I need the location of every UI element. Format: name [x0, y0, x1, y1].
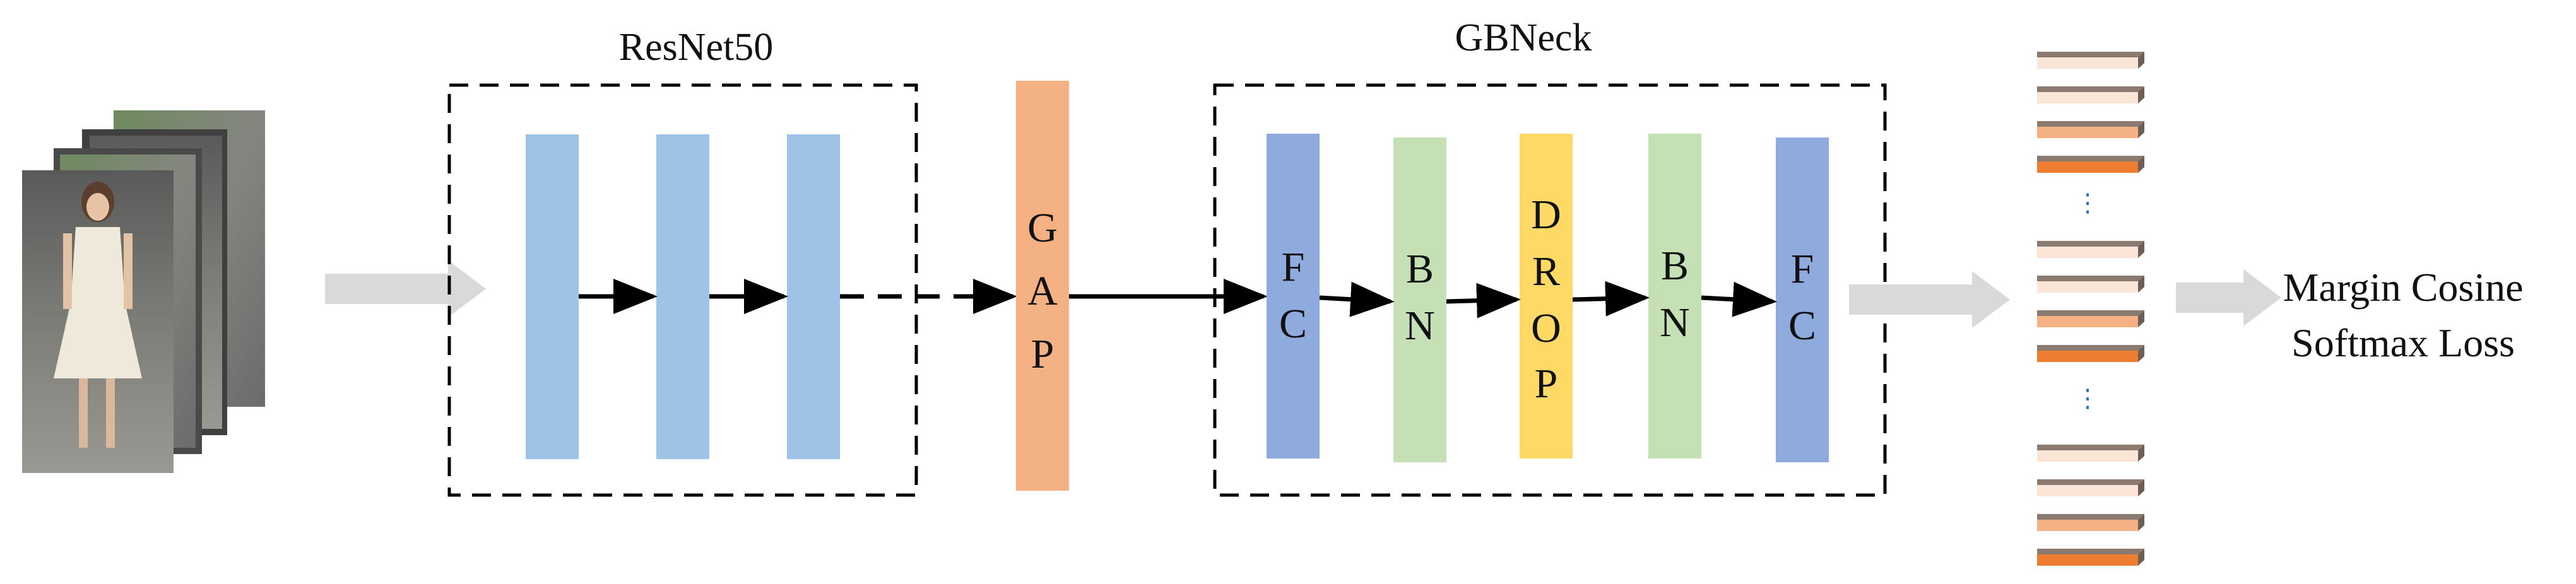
feature-slab [2037, 479, 2144, 496]
feature-slab [2037, 241, 2144, 258]
neck-bn-block-1 [1393, 137, 1446, 462]
gap-rect [1016, 81, 1069, 491]
neck-bn2-letter-1: B [1661, 243, 1689, 289]
neck-fc1-letter-2: C [1279, 301, 1307, 347]
feature-slab [2037, 86, 2144, 103]
loss-label-line-1: Margin Cosine [2283, 265, 2523, 310]
pedestrian-figure [54, 182, 142, 448]
feature-slab [2037, 514, 2144, 531]
resnet-block-3 [787, 134, 840, 459]
neck-drop-block [1520, 134, 1573, 458]
resnet50-dashed-box [447, 83, 918, 497]
neck-bn2-letter-2: N [1660, 300, 1690, 346]
feature-slab [2037, 121, 2144, 138]
neck-bn1-letter-2: N [1405, 303, 1435, 349]
neck-fc-block-2 [1776, 137, 1829, 462]
feature-slab [2037, 345, 2144, 362]
feature-slab [2037, 310, 2144, 327]
neck-fc-block-1 [1267, 134, 1320, 458]
gbneck-module: GBNeck F C B N D R O P B N F C [1213, 16, 1887, 497]
neck-arrow-1 [1319, 281, 1395, 317]
resnet50-title: ResNet50 [619, 26, 774, 69]
feature-ellipsis-2: ⋮ [2075, 384, 2100, 413]
loss-label-line-2: Softmax Loss [2291, 320, 2515, 365]
feature-slab [2037, 549, 2144, 566]
input-image-stack [22, 110, 265, 473]
resnet50-module: ResNet50 [447, 26, 918, 497]
neck-drop-letter-o: O [1531, 305, 1561, 351]
feature-slab [2037, 156, 2144, 173]
neck-arrow-2 [1446, 283, 1521, 318]
loss-thick-arrow [2176, 269, 2281, 326]
feature-slab [2037, 52, 2144, 69]
neck-arrow-3 [1572, 281, 1650, 317]
gap-letter-g: G [1027, 205, 1058, 251]
input-thick-arrow [325, 260, 486, 317]
feature-slab [2037, 276, 2144, 293]
neck-drop-letter-r: R [1532, 248, 1560, 295]
neck-fc2-letter-2: C [1788, 303, 1816, 349]
neck-bn1-letter-1: B [1406, 246, 1434, 292]
neck-drop-letter-p: P [1535, 361, 1558, 407]
gap-letter-a: A [1027, 268, 1058, 314]
neck-fc2-letter-1: F [1791, 246, 1814, 292]
neck-bn-block-2 [1648, 134, 1701, 458]
feature-stack [2037, 52, 2144, 566]
gap-letter-p: P [1031, 331, 1055, 377]
feature-ellipsis-1: ⋮ [2075, 189, 2100, 218]
gap-block: G A P [1016, 81, 1069, 491]
neck-arrow-4 [1701, 281, 1777, 317]
neck-thick-arrow [1849, 271, 2010, 328]
gbneck-dashed-box [1213, 83, 1887, 497]
resnet-block-1 [526, 134, 579, 459]
neck-fc1-letter-1: F [1282, 244, 1305, 290]
neck-drop-letter-d: D [1531, 192, 1561, 238]
feature-slab [2037, 445, 2144, 462]
gbneck-title: GBNeck [1455, 16, 1592, 59]
resnet-block-2 [656, 134, 709, 459]
